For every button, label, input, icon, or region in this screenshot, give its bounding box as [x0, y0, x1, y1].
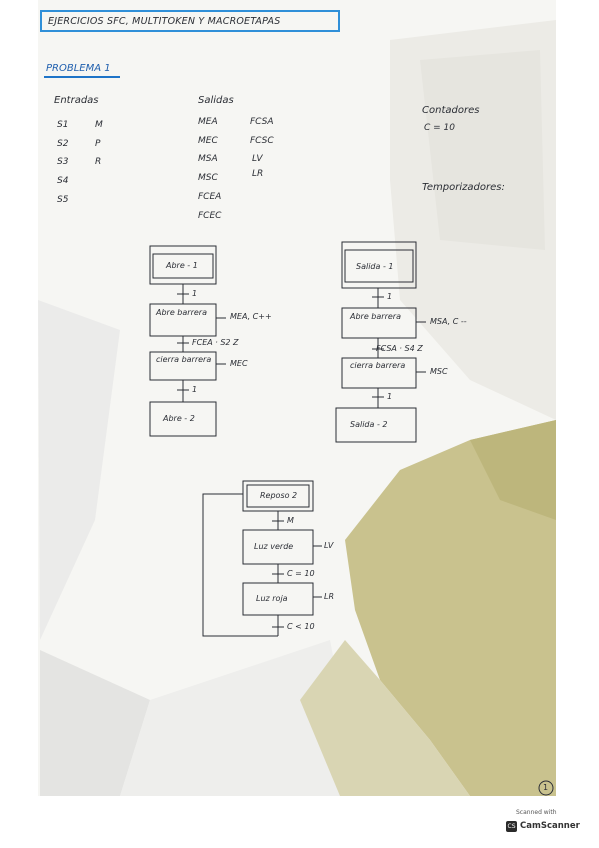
step-label: Salida - 1	[356, 262, 394, 271]
action-label: MEC	[230, 359, 248, 368]
salida-item: MSC	[198, 173, 218, 183]
contadores-value: C = 10	[424, 123, 455, 133]
salida-item: FCSA	[250, 117, 274, 127]
salida-item: LR	[252, 169, 264, 179]
transition-label: C < 10	[287, 622, 315, 631]
salida-item: FCSC	[250, 136, 274, 146]
grafcet-entrada	[149, 245, 226, 437]
entrada-s: S3	[57, 157, 69, 167]
step-label: Salida - 2	[350, 420, 388, 429]
loop-back-line	[202, 493, 278, 637]
step-box	[341, 307, 417, 339]
entrada-s: S5	[57, 195, 69, 205]
entradas-header: Entradas	[54, 95, 99, 106]
step-label: Luz verde	[254, 542, 294, 551]
cs-icon: CS	[506, 821, 517, 832]
step-label: Abre - 2	[163, 414, 195, 423]
step-label: Abre - 1	[166, 261, 198, 270]
title-box: EJERCICIOS SFC, MULTITOKEN Y MACROETAPAS	[40, 10, 340, 32]
watermark-caption: Scanned with	[516, 809, 557, 816]
step-label: Abre barrera	[156, 308, 207, 317]
stain	[345, 420, 556, 796]
watermark-brand: CamScanner	[520, 821, 580, 831]
entrada-s: S2	[57, 139, 69, 149]
action-label: MEA, C++	[230, 312, 272, 321]
transition-label: C = 10	[287, 569, 315, 578]
step-label: Luz roja	[256, 594, 288, 603]
transition-label: FCEA · S2 Z	[192, 338, 239, 347]
action-label: LV	[324, 541, 334, 550]
salida-item: FCEA	[198, 192, 222, 202]
grafcet-luces	[202, 480, 322, 637]
entrada-s: S4	[57, 176, 69, 186]
transition-label: 1	[192, 289, 198, 298]
page-title: EJERCICIOS SFC, MULTITOKEN Y MACROETAPAS	[48, 16, 281, 27]
problem-heading: PROBLEMA 1	[46, 63, 111, 74]
transition-label: 1	[387, 392, 393, 401]
transition-label: M	[287, 516, 294, 525]
salida-item: MEC	[198, 136, 218, 146]
entrada-s: S1	[57, 120, 69, 130]
transition-label: FCSA · S4 Z	[376, 344, 423, 353]
step-box	[335, 407, 417, 443]
salida-item: MEA	[198, 117, 218, 127]
action-label: MSA, C --	[430, 317, 467, 326]
step-box	[149, 401, 217, 437]
page-number-circle	[538, 780, 554, 796]
step-label: Reposo 2	[260, 491, 298, 500]
page-number: 1	[543, 783, 549, 792]
transition-label: 1	[387, 292, 393, 301]
contadores-header: Contadores	[422, 105, 480, 116]
step-label: Abre barrera	[350, 312, 401, 321]
salida-item: LV	[252, 154, 263, 164]
transition-label: 1	[192, 385, 198, 394]
entrada-v: R	[95, 157, 102, 167]
step-label: cierra barrera	[156, 355, 212, 364]
action-label: LR	[324, 592, 335, 601]
entrada-v: P	[95, 139, 101, 149]
initial-step-box	[341, 241, 417, 289]
salidas-header: Salidas	[198, 95, 234, 106]
step-box	[341, 357, 417, 389]
salida-item: FCEC	[198, 211, 222, 221]
camscanner-logo: CS CamScanner	[506, 818, 584, 836]
action-label: MSC	[430, 367, 448, 376]
temporizadores-header: Temporizadores:	[422, 182, 505, 193]
entrada-v: M	[95, 120, 103, 130]
salida-item: MSA	[198, 154, 218, 164]
step-label: cierra barrera	[350, 361, 406, 370]
grafcet-salida	[335, 241, 426, 443]
problem-underline	[44, 76, 120, 78]
